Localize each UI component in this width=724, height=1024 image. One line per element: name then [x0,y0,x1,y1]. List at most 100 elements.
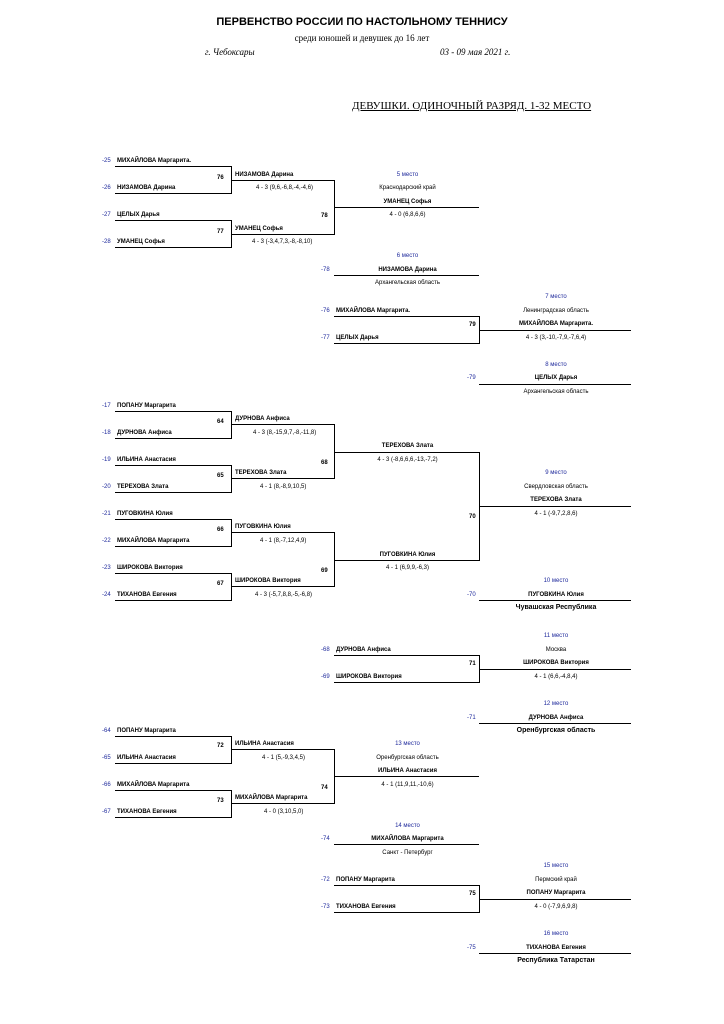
draw-code: -66 [102,782,111,788]
match-score: 4 - 1 (8,-8,9,10,5) [260,484,307,490]
bracket-line [115,465,231,466]
match-score: 4 - 0 (3,10,5,0) [264,809,304,815]
bracket-line [334,207,479,208]
match-number: 69 [321,568,328,574]
match-number: 64 [217,419,224,425]
bracket-line [334,560,479,561]
place-label: 16 место [543,931,569,937]
match-winner: ТЕРЕХОВА Злата [235,470,287,476]
place-label: 8 место [545,362,567,368]
place-region: Республика Татарстан [517,957,595,964]
match-number: 73 [217,798,224,804]
place-region: Оренбургская область [376,755,439,761]
player-name: ДУРНОВА Анфиса [117,430,172,436]
player-name: ПУГОВКИНА Юлия [117,511,173,517]
place-label: 7 место [545,294,567,300]
draw-code: -68 [321,647,330,653]
bracket-line [231,532,335,533]
place-name: НИЗАМОВА Дарина [378,267,437,273]
bracket-line [231,790,232,818]
place-score: 4 - 1 (11,9,11,-10,6) [381,782,434,788]
bracket-line [115,817,231,818]
place-region: Краснодарский край [379,185,436,191]
match-number: 71 [469,661,476,667]
place-label: 14 место [395,823,420,829]
match-score: 4 - 1 (6,9,9,-6,3) [385,565,430,571]
bracket-line [115,573,231,574]
draw-code: -21 [102,511,111,517]
draw-code: -27 [102,212,111,218]
bracket-line [334,776,479,777]
match-winner: УМАНЕЦ Софья [235,226,283,232]
bracket-line [334,424,335,479]
bracket-line [334,844,479,845]
bracket-line [231,749,335,750]
player-name: ИЛЬИНА Анастасия [117,457,176,463]
draw-code: -18 [102,430,111,436]
draw-code: -74 [321,836,330,842]
bracket-line [479,723,631,724]
player-name: МИХАЙЛОВА Маргарита. [117,158,192,164]
draw-code: -20 [102,484,111,490]
place-name: ИЛЬИНА Анастасия [378,768,437,774]
bracket-line [115,736,231,737]
bracket-line [334,275,479,276]
player-name: ПОПАНУ Маргарита [117,728,176,734]
draw-code: -19 [102,457,111,463]
bracket-line [231,736,232,764]
bracket-line [479,953,631,954]
bracket-line [115,220,231,221]
match-number: 79 [469,322,476,328]
player-name: ПОПАНУ Маргарита [336,877,395,883]
player-name: МИХАЙЛОВА Маргарита [117,538,190,544]
bracket-line [334,682,479,683]
event-dates: 03 - 09 мая 2021 г. [440,47,511,57]
place-label: 12 место [543,701,569,707]
place-region: Архангельская область [375,280,440,286]
bracket-line [115,193,231,194]
place-score: 4 - 1 (6,6,-4,8,4) [534,674,578,680]
place-score: 4 - 0 (6,8,6,6) [389,212,426,218]
match-score: 4 - 1 (8,-7,12,4,9) [260,538,307,544]
bracket-line [115,600,231,601]
draw-code: -28 [102,239,111,245]
bracket-line [334,452,479,453]
match-number: 70 [469,514,476,520]
place-name: МИХАЙЛОВА Маргарита. [518,321,594,327]
bracket-line [334,885,479,886]
player-name: ШИРОКОВА Виктория [336,674,402,680]
match-winner: ПУГОВКИНА Юлия [379,552,436,558]
bracket-line [231,180,335,181]
match-winner: ПУГОВКИНА Юлия [235,524,291,530]
match-winner: НИЗАМОВА Дарина [235,172,294,178]
place-label: 11 место [543,633,569,639]
draw-code: -79 [467,375,476,381]
place-label: 10 место [543,578,569,584]
bracket-line [231,478,335,479]
bracket-line [479,506,631,507]
match-score: 4 - 3 (-3,4,7,3,-8,-8,10) [252,239,313,245]
place-label: 9 место [545,470,567,476]
match-score: 4 - 3 (8,-15,9,7,-8,-11,8) [253,430,317,436]
place-name: ТЕРЕХОВА Злата [530,497,582,503]
place-region: Москва [545,647,567,653]
bracket-line [231,424,335,425]
match-number: 75 [469,891,476,897]
draw-code: -78 [321,267,330,273]
draw-code: -65 [102,755,111,761]
place-region: Санкт - Петербург [382,850,433,856]
player-name: ШИРОКОВА Виктория [117,565,183,571]
place-label: 6 место [396,253,419,259]
bracket-line [479,600,631,601]
match-winner: ИЛЬИНА Анастасия [235,741,294,747]
place-label: 13 место [395,741,420,747]
bracket-line [115,546,231,547]
bracket-line [231,234,335,235]
bracket-line [231,519,232,547]
place-name: ЦЕЛЫХ Дарья [534,375,578,381]
draw-code: -25 [102,158,111,164]
match-winner: ТЕРЕХОВА Злата [381,443,434,449]
match-number: 78 [321,213,328,219]
player-name: ЦЕЛЫХ Дарья [117,212,160,218]
draw-code: -76 [321,308,330,314]
